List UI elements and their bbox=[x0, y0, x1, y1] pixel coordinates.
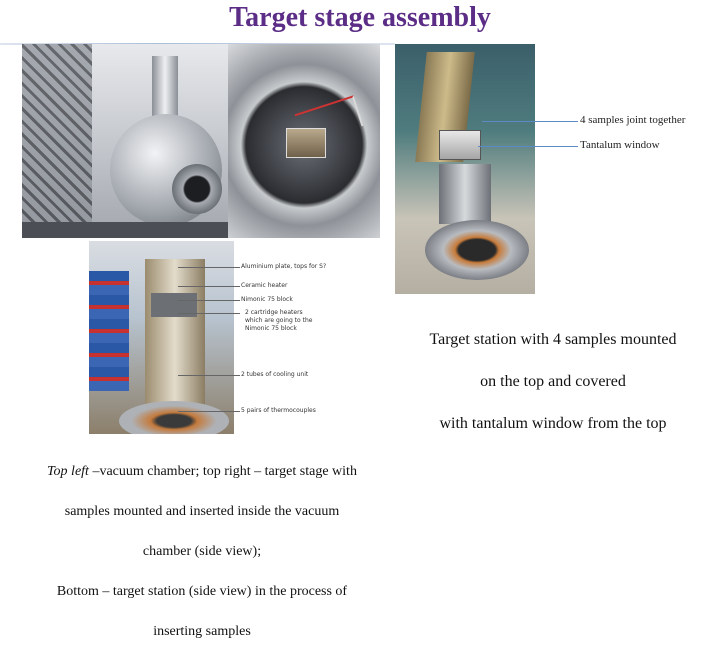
caption-line: inserting samples bbox=[153, 624, 251, 639]
caption-line: Target station with 4 samples mounted bbox=[429, 331, 677, 348]
caption-line: samples mounted and inserted inside the … bbox=[64, 504, 340, 519]
photo-label: Aluminium plate, tops for S? bbox=[241, 263, 327, 270]
chamber-interior-photo bbox=[228, 44, 380, 238]
caption-line: with tantalum window from the top bbox=[439, 415, 667, 432]
caption-line: chamber (side view); bbox=[142, 544, 262, 559]
photo-label: Ceramic heater bbox=[241, 282, 288, 289]
photo-label: which are going to the bbox=[245, 317, 313, 324]
window-annotation: Tantalum window bbox=[580, 139, 660, 151]
photo-description-caption: Top left –vacuum chamber; top right – ta… bbox=[18, 442, 386, 662]
vacuum-chamber-photo bbox=[22, 44, 228, 238]
target-station-caption: Target station with 4 samples mounted on… bbox=[398, 308, 708, 455]
photo-label: Nimonic 75 block bbox=[245, 325, 297, 332]
window-leader-line bbox=[478, 146, 578, 147]
caption-italic-label: Top left bbox=[47, 464, 89, 479]
photo-label: 5 pairs of thermocouples bbox=[241, 407, 316, 414]
photo-label: 2 cartridge heaters bbox=[245, 309, 303, 316]
samples-annotation: 4 samples joint together bbox=[580, 114, 686, 126]
caption-line: on the top and covered bbox=[480, 373, 626, 390]
photo-label: Nimonic 75 block bbox=[241, 296, 293, 303]
photo-label: 2 tubes of cooling unit bbox=[241, 371, 309, 378]
slide-title: Target stage assembly bbox=[229, 2, 491, 33]
target-station-side-photo bbox=[89, 241, 234, 434]
target-station-photo bbox=[395, 44, 535, 294]
samples-leader-line bbox=[482, 121, 578, 122]
caption-line: Top left –vacuum chamber; top right – ta… bbox=[18, 462, 386, 482]
caption-text: –vacuum chamber; top right – target stag… bbox=[88, 464, 357, 479]
caption-line: Bottom – target station (side view) in t… bbox=[56, 584, 348, 599]
